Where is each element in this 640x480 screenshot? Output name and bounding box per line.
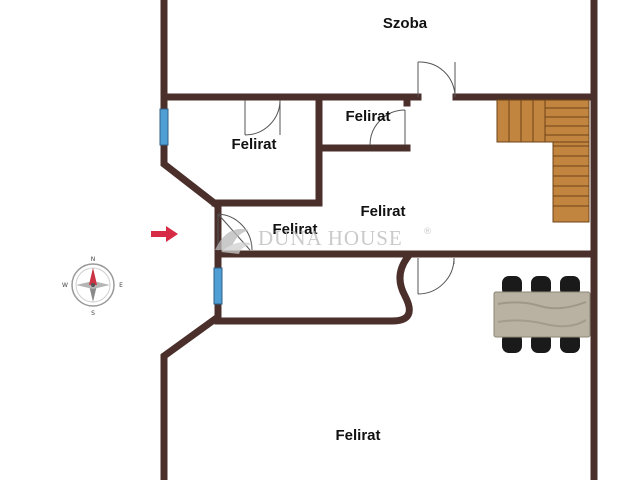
window-lower bbox=[213, 267, 223, 305]
dining-table bbox=[493, 276, 591, 353]
compass-icon: N E S W bbox=[62, 256, 123, 317]
compass-west: W bbox=[62, 282, 68, 289]
compass-east: E bbox=[119, 282, 123, 289]
wall-upper-left-room bbox=[211, 93, 323, 207]
watermark-logo-icon bbox=[215, 228, 253, 254]
room-label-upper-left: Felirat bbox=[231, 136, 276, 153]
stairs bbox=[496, 99, 590, 223]
door-top-room bbox=[417, 61, 456, 98]
watermark-registered-mark: ® bbox=[423, 227, 432, 237]
wall-entrance-curve bbox=[214, 253, 413, 325]
door-lower-hall bbox=[417, 257, 455, 295]
watermark: DUNA HOUSE ® bbox=[215, 226, 432, 254]
room-label-hall: Felirat bbox=[360, 203, 405, 220]
chairs-top bbox=[502, 276, 580, 296]
compass-north: N bbox=[91, 256, 96, 263]
watermark-text: DUNA HOUSE bbox=[258, 226, 403, 250]
door-small-room bbox=[369, 109, 406, 146]
chairs-bottom bbox=[502, 333, 580, 353]
walls bbox=[160, 0, 598, 480]
room-label-entrance: Felirat bbox=[272, 221, 317, 238]
window-upper bbox=[159, 108, 169, 146]
wall-outer-left-upper bbox=[160, 0, 222, 480]
room-label-small-room: Felirat bbox=[345, 108, 390, 125]
room-label-szoba: Szoba bbox=[383, 15, 428, 32]
entry-arrow-icon bbox=[151, 226, 178, 242]
room-label-bottom-room: Felirat bbox=[335, 427, 380, 444]
door-upper-left-room bbox=[244, 99, 281, 136]
compass-south: S bbox=[91, 310, 95, 317]
table-top bbox=[493, 291, 591, 338]
